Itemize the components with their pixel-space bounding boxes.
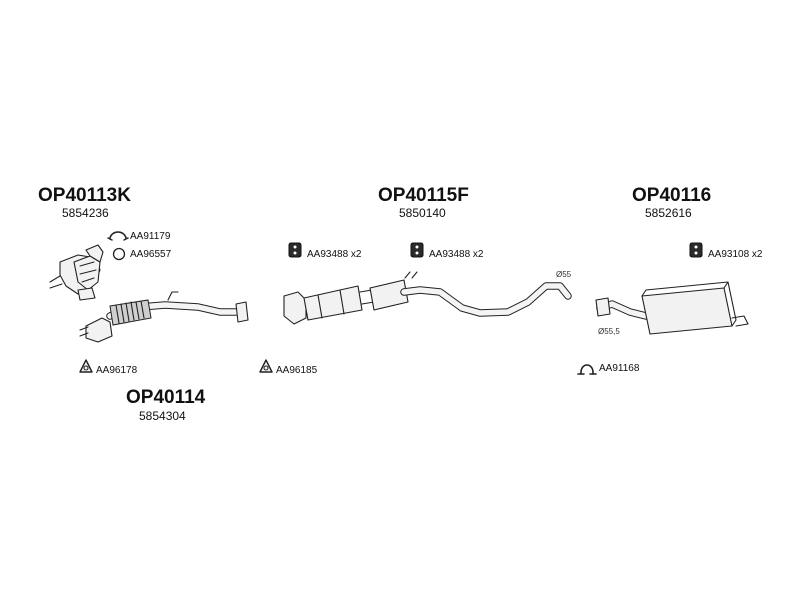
diameter-label-55-5: Ø55,5 [598, 327, 620, 336]
op40115f-oem-number: 5850140 [399, 206, 446, 220]
op40115f-title: OP40115F [378, 185, 469, 206]
clamp-icon-aa91168 [577, 364, 597, 375]
part-label-aa96178: AA96178 [96, 365, 138, 376]
clamp-icon-aa91179 [107, 231, 129, 241]
op40114-title: OP40114 [126, 387, 206, 408]
op40116-title: OP40116 [632, 185, 712, 206]
part-label-aa96185: AA96185 [276, 365, 318, 376]
front-pipe-part [79, 291, 249, 343]
part-label-aa93488-2: AA93488 x2 [429, 249, 484, 260]
part-label-aa93108: AA93108 x2 [708, 249, 763, 260]
part-label-aa91168: AA91168 [599, 363, 640, 374]
op40116-oem-number: 5852616 [645, 206, 692, 220]
gasket-ring-icon-aa96557 [112, 247, 126, 261]
gasket-flange-icon-aa96178 [79, 359, 93, 373]
part-label-aa93488-1: AA93488 x2 [307, 249, 362, 260]
part-label-aa91179: AA91179 [130, 231, 171, 242]
rubber-hanger-icon-aa93488-1 [288, 242, 302, 258]
op40114-oem-number: 5854304 [139, 409, 186, 423]
gasket-flange-icon-aa96185 [259, 359, 273, 373]
rear-silencer-part [595, 281, 749, 335]
rubber-hanger-icon-aa93488-2 [410, 242, 424, 258]
manifold-catalyst-part [49, 244, 104, 301]
part-label-aa96557: AA96557 [130, 249, 172, 260]
rubber-hanger-icon-aa93108 [689, 242, 703, 258]
diameter-label-55: Ø55 [556, 270, 572, 279]
op40113k-title: OP40113K [38, 185, 131, 206]
op40113k-oem-number: 5854236 [62, 206, 109, 220]
dpf-middle-pipe-part [283, 271, 572, 325]
